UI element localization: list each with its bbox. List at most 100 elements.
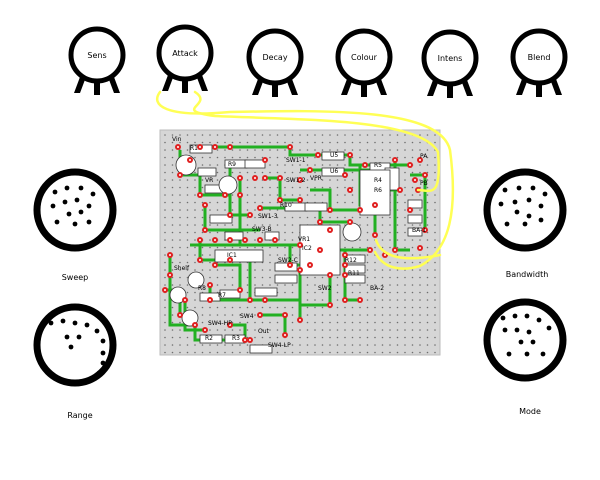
switch-contact [78,209,84,215]
switch-bandwidth[interactable]: Bandwidth [483,168,567,279]
switch-contact [518,339,524,345]
switch-body [33,303,117,387]
knob-lug [74,77,86,93]
pcb-label: R11 [348,270,360,277]
pcb-pads [162,144,428,343]
switch-contact [526,213,532,219]
switch-range[interactable]: Range [33,303,117,420]
pcb-label: SW4-LP [268,342,291,349]
switch-sweep[interactable]: Sweep [33,168,117,282]
pcb-label: Shelf [174,265,190,272]
flying-wires [155,90,455,270]
switch-contact [524,351,530,357]
knob-lug [272,83,278,97]
switch-contact [522,221,528,227]
switch-contact [542,191,548,197]
pcb-label: SW4 [240,313,254,320]
switch-contact [546,325,552,331]
knob-body [510,28,568,86]
switch-contact [96,370,102,376]
switch-contact [60,318,66,324]
knob-lug [341,79,353,95]
pcb-label: R8 [198,285,206,292]
pcb-label: PB [420,180,428,187]
knob-lug [252,79,264,95]
pcb-label: PA [420,153,428,160]
knob-lug [196,75,208,91]
knob-attack[interactable]: Attack [156,24,214,93]
pcb-label: BA-1 [412,227,426,234]
pcb-label: U5 [330,152,338,159]
knob-lug [361,83,367,97]
pcb-label: R4 [374,177,382,184]
knob-lug [94,81,100,95]
switch-contact [100,350,106,356]
bandwidth-wire [374,238,442,260]
knob-colour[interactable]: Colour [335,28,393,97]
pcb-label: R7 [218,292,226,299]
switch-body [33,168,117,252]
knob-intens[interactable]: Intens [421,29,479,98]
switch-contact [504,221,510,227]
pcb-label: R9 [228,161,236,168]
knob-decay[interactable]: Decay [246,28,304,97]
switch-contact [50,203,56,209]
switch-contact [524,313,530,319]
switch-label: Range [67,411,92,420]
switch-contact [512,199,518,205]
switch-contact [526,197,532,203]
pcb-label: SW2-C [278,257,298,264]
knob-lug [461,80,473,96]
switch-contact [514,327,520,333]
pcb-label: IC2 [302,245,312,252]
switch-contact [86,219,92,225]
switch-body [483,168,567,252]
switch-contact [52,189,58,195]
switch-mode[interactable]: Mode [483,298,567,416]
switch-contact [64,334,70,340]
knob-body [335,28,393,86]
switch-contact [530,339,536,345]
pcb-label: R12 [345,257,357,264]
switch-contact [86,203,92,209]
pcb-label: Vin [172,136,182,143]
switch-contact [498,201,504,207]
knob-lug [286,79,298,95]
switch-contact [90,191,96,197]
switch-contact [72,221,78,227]
switch-contact [506,351,512,357]
pcb-label: SW1-2 [286,177,306,184]
switch-contact [84,322,90,328]
knob-row: Sens Attack Decay Colour Intens Blend [68,24,568,98]
pcb-label: SW1-1 [286,157,306,164]
switch-body [483,298,567,382]
switch-label: Bandwidth [506,270,549,279]
switch-contact [526,329,532,335]
pcb-label: R3 [232,335,240,342]
pcb-label: IC1 [227,252,237,259]
pcb-label: VR [205,177,213,184]
switch-contact [512,313,518,319]
knob-label: Decay [262,53,287,62]
switch-contact [78,185,84,191]
knob-blend[interactable]: Blend [510,28,568,97]
switch-contact [516,185,522,191]
pcb-label: U6 [330,168,338,175]
pcb-label: SW3-B [252,226,272,233]
pcb-label: R2 [205,335,213,342]
pcb-label: VPR [310,175,322,182]
switch-contact [48,320,54,326]
attack-wire-2 [192,90,441,193]
knob-sens[interactable]: Sens [68,26,126,95]
pcb-label: R6 [374,187,382,194]
knob-label: Intens [438,54,463,63]
switch-contact [100,338,106,344]
pcb-label: SW1-3 [258,213,278,220]
switch-contact [514,209,520,215]
switch-contact [94,328,100,334]
switch-contact [538,217,544,223]
knob-lug [427,80,439,96]
pcb-label: SW2 [318,285,332,292]
knob-label: Blend [528,53,551,62]
